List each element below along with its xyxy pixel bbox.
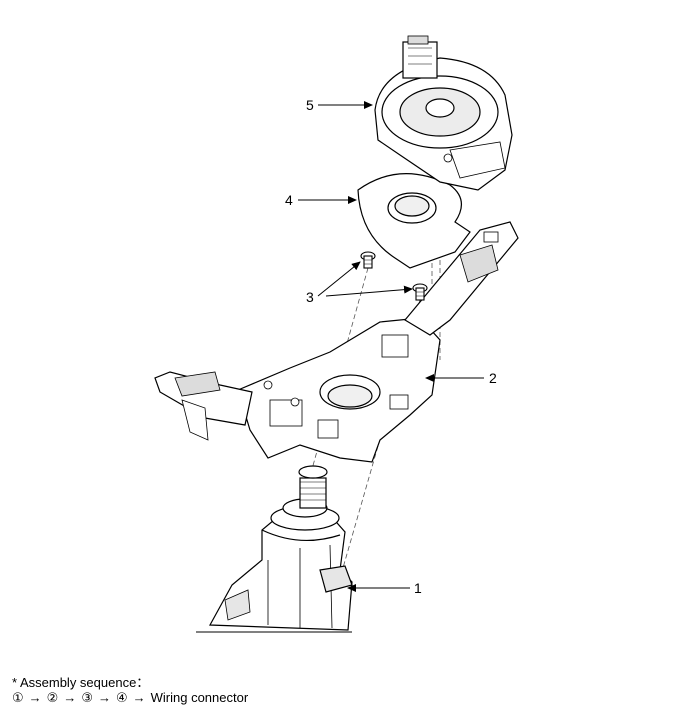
multifunction-switch-part <box>154 221 519 463</box>
step-arrow: → <box>63 690 77 705</box>
screw-parts <box>360 251 428 301</box>
step-2: ② <box>46 690 59 705</box>
callout-leaders <box>298 101 484 592</box>
callout-label-3: 3 <box>306 289 314 305</box>
step-4: ④ <box>115 690 128 705</box>
step-final-wiring-connector: Wiring connector <box>150 690 249 705</box>
clock-spring-part <box>374 35 513 191</box>
mounting-plate-part <box>357 173 471 269</box>
callout-label-4: 4 <box>285 192 293 208</box>
step-arrow: → <box>97 690 111 705</box>
callout-label-5: 5 <box>306 97 314 113</box>
step-arrow: → <box>132 690 146 705</box>
note-title-text: Assembly sequence： <box>19 675 150 690</box>
assembly-sequence-steps: ① → ② → ③ → ④ → Wiring connector <box>12 690 248 706</box>
note-bullet: * <box>12 675 18 690</box>
step-3: ③ <box>81 690 93 705</box>
assembly-sequence-heading: * Assembly sequence： <box>12 672 149 691</box>
step-arrow: → <box>28 690 42 705</box>
steering-column-part <box>196 465 353 633</box>
callout-label-1: 1 <box>414 580 422 596</box>
step-1: ① <box>12 690 24 705</box>
callout-label-2: 2 <box>489 370 497 386</box>
